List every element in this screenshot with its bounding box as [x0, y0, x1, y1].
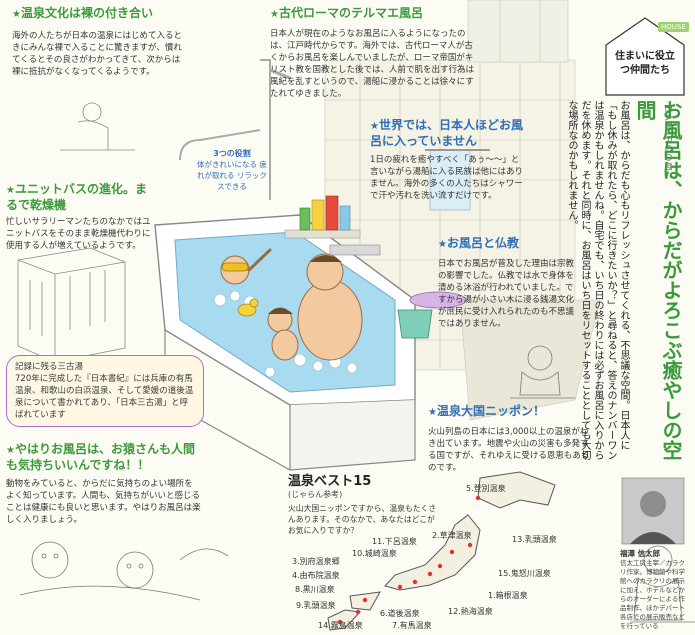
kiroku-title: 記録に残る三古湯: [15, 362, 84, 372]
onsen-label-12: 12.熱海温泉: [448, 607, 493, 616]
best15-subtitle: (じゃらん参考): [288, 490, 343, 499]
section-title: ★温泉文化は裸の付き合い: [12, 6, 153, 20]
section-sekai: ★世界では、日本人ほどお風呂に入っていません 1日の疲れを癒やすべく「あぅ〜〜」…: [370, 118, 525, 202]
onsen-label-15: 15.鬼怒川温泉: [498, 569, 551, 578]
onsen-label-8: 8.黒川温泉: [295, 585, 335, 594]
nippon-body: 火山列島の日本には3,000以上の温泉がわき出ています。地震や火山の災害も多発す…: [428, 427, 590, 473]
onsen-label-5: 5.登別温泉: [466, 484, 506, 493]
section-title: ★ユニットバスの進化。まるで乾燥機: [6, 182, 147, 212]
monkey-body: 動物をみていると、からだに気持ちのよい場所をよく知っています。人間も、気持ちがい…: [6, 479, 201, 525]
bukkyo-body: 日本でお風呂が普及した理由は宗教の影響でした。仏教では水で身体を清める沐浴が行わ…: [438, 259, 575, 329]
section-title: ★お風呂と仏教: [438, 236, 519, 250]
onsen-label-13: 13.乳頭温泉: [512, 535, 557, 544]
monkey-title: やはりお風呂は、お猿さんも人間も気持ちいいんですね！！: [6, 442, 195, 472]
section-title: ★やはりお風呂は、お猿さんも人間も気持ちいいんですね！！: [6, 442, 195, 472]
section-best15: 温泉ベスト15 (じゃらん参考) 火山大国ニッポンですから、温泉もたくさんありま…: [288, 470, 438, 536]
profile-name: 福澤 信太郎: [620, 549, 661, 558]
main-title: お風呂は、からだがよろこぶ癒やしの空間: [633, 100, 683, 460]
onsen-label-1: 1.箱根温泉: [488, 591, 528, 600]
bathroom-label: BATHROOM: [662, 106, 673, 172]
rome-body: 日本人が現在のようなお風呂に入るようになったのは、江戸時代からです。海外では、古…: [270, 29, 475, 99]
section-kiroku: 記録に残る三古湯 720年に完成した『日本書紀』には兵庫の有馬温泉、和歌山の白浜…: [6, 355, 204, 427]
house-badge-text: 住まいに役立つ仲間たち: [615, 51, 675, 76]
best15-title: 温泉ベスト15: [288, 474, 372, 489]
section-rome: ★古代ローマのテルマエ風呂 日本人が現在のようなお風呂に入るようになったのは、江…: [270, 6, 475, 100]
onsen-label-2: 2.草津温泉: [432, 531, 472, 540]
section-bukkyo: ★お風呂と仏教 日本でお風呂が普及した理由は宗教の影響でした。仏教では水で身体を…: [438, 236, 578, 330]
section-mittsu: 3つの役割 体がきれいになる 疲れが取れる リラックスできる: [197, 148, 267, 192]
section-nippon: ★温泉大国ニッポン！ 火山列島の日本には3,000以上の温泉がわき出ています。地…: [428, 404, 593, 474]
sekai-body: 1日の疲れを癒やすべく「あぅ〜〜」と言いながら湯船に入る民族は他にはありません。…: [370, 155, 524, 201]
section-top-left: ★温泉文化は裸の付き合い 海外の人たちが日本の温泉にはじめて入るときにみんな裸で…: [12, 6, 187, 78]
onsen-label-3: 3.別府温泉郷: [292, 557, 340, 566]
profile-bio: 信太工房主宰／カラクリ作家。博物館や科学館へのカラクリの展示に加え、ホテルなどか…: [620, 559, 685, 630]
sekai-title: 世界では、日本人ほどお風呂に入っていません: [370, 118, 523, 148]
onsen-label-11: 11.下呂温泉: [372, 537, 417, 546]
top-left-body: 海外の人たちが日本の温泉にはじめて入るときにみんな裸で入ることに驚きますが、慣れ…: [12, 31, 183, 77]
unit-bath-body: 忙しいサラリーマンたちのなかではユニットバスをそのまま乾燥機代わりに使用する人が…: [6, 217, 151, 251]
best15-intro: 火山大国ニッポンですから、温泉もたくさんあります。そのなかで、あなたはどこがお気…: [288, 504, 437, 535]
rome-title: 古代ローマのテルマエ風呂: [278, 6, 423, 20]
top-left-title: 温泉文化は裸の付き合い: [20, 6, 153, 20]
section-title: ★古代ローマのテルマエ風呂: [270, 6, 423, 20]
section-title: ★世界では、日本人ほどお風呂に入っていません: [370, 118, 523, 148]
section-title: ★温泉大国ニッポン！: [428, 404, 545, 418]
onsen-label-7: 7.有馬温泉: [392, 621, 432, 630]
onsen-label-14: 14.霧島温泉: [318, 621, 363, 630]
mittsu-body: 体がきれいになる 疲れが取れる リラックスできる: [197, 160, 267, 191]
onsen-label-9: 9.乳頭温泉: [296, 601, 336, 610]
onsen-label-4: 4.由布院温泉: [292, 571, 340, 580]
onsen-label-10: 10.城崎温泉: [352, 549, 397, 558]
unit-bath-title: ユニットバスの進化。まるで乾燥機: [6, 182, 147, 212]
onsen-label-6: 6.道後温泉: [380, 609, 420, 618]
mittsu-title: 3つの役割: [213, 149, 251, 158]
profile-photo: [622, 478, 684, 544]
bukkyo-title: お風呂と仏教: [446, 236, 519, 250]
house-badge-label: HOUSE: [658, 22, 689, 32]
section-monkey: ★やはりお風呂は、お猿さんも人間も気持ちいいんですね！！ 動物をみていると、から…: [6, 442, 201, 526]
main-body: お風呂は、からだも心もリフレッシュさせてくれる、不思議な空間。日本人に「もし休み…: [566, 100, 629, 460]
nippon-title: 温泉大国ニッポン！: [436, 404, 545, 418]
section-unit-bath: ★ユニットバスの進化。まるで乾燥機 忙しいサラリーマンたちのなかではユニットバス…: [6, 182, 154, 252]
kiroku-body: 720年に完成した『日本書紀』には兵庫の有馬温泉、和歌山の白浜温泉、そして愛媛の…: [15, 374, 194, 420]
